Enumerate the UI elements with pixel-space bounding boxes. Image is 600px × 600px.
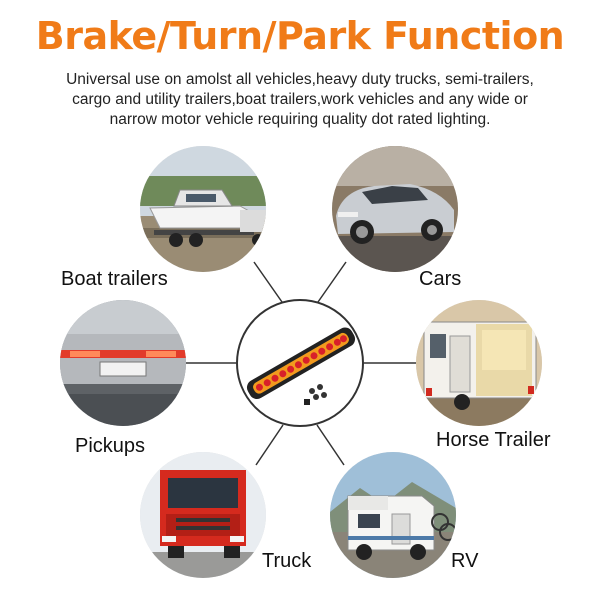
description-line-1: Universal use on amolst all vehicles,hea…	[66, 71, 534, 88]
label-horse-trailer: Horse Trailer	[436, 429, 551, 451]
label-pickups: Pickups	[75, 435, 146, 457]
description-line-3: narrow motor vehicle requiring quality d…	[109, 111, 491, 128]
car-photo	[332, 146, 458, 272]
boat-trailer-photo	[140, 146, 266, 272]
led-bar-graphic	[246, 327, 356, 405]
led-light-bar-photo	[236, 299, 364, 427]
pickup-taillights-photo	[60, 300, 186, 426]
label-cars: Cars	[419, 268, 462, 290]
page-title: Brake/Turn/Park Function	[35, 14, 565, 58]
description: Universal use on amolst all vehicles,hea…	[20, 70, 580, 130]
rv-camper-photo	[330, 452, 456, 578]
label-boat-trailers: Boat trailers	[61, 268, 168, 290]
horse-trailer-photo	[416, 300, 542, 426]
label-rv: RV	[451, 550, 479, 572]
description-line-2: cargo and utility trailers,boat trailers…	[72, 91, 528, 108]
semi-truck-photo	[140, 452, 266, 578]
label-truck: Truck	[262, 550, 312, 572]
